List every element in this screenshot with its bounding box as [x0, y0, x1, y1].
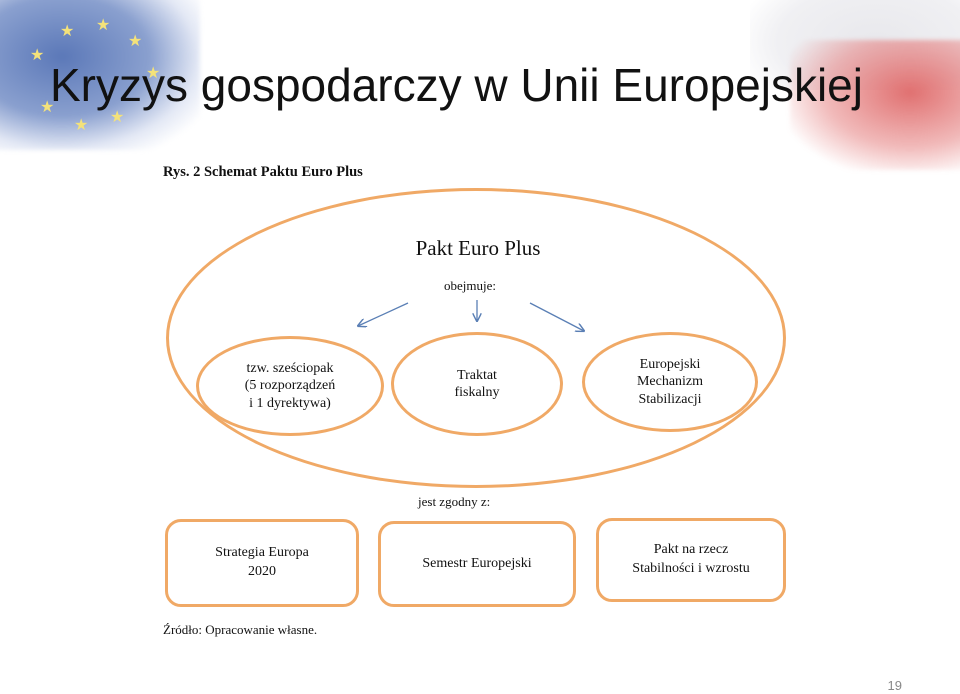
- component-line: Europejski: [639, 356, 701, 372]
- pakt-euro-plus-title: Pakt Euro Plus: [415, 236, 541, 260]
- component-line: Traktat: [457, 367, 497, 383]
- star-icon: ★: [60, 23, 75, 40]
- poland-flag-red-stripe: [790, 40, 960, 170]
- component-line: (5 rozporządzeń: [244, 378, 336, 394]
- box-european-semester: Semestr Europejski: [378, 521, 576, 607]
- arrow-right: [529, 302, 584, 331]
- slide-title: Kryzys gospodarczy w Unii Europejskiej: [50, 59, 863, 111]
- component-line: fiskalny: [454, 385, 500, 400]
- component-line: tzw. sześciopak: [246, 360, 334, 376]
- component-line: i 1 dyrektywa): [249, 395, 331, 411]
- figure-source: Źródło: Opracowanie własne.: [163, 622, 318, 637]
- includes-label: obejmuje:: [444, 278, 496, 293]
- box-line: Semestr Europejski: [422, 555, 532, 571]
- pakt-euro-plus-ellipse: [166, 188, 786, 488]
- star-icon: ★: [30, 47, 45, 64]
- consistent-with-label: jest zgodny z:: [418, 494, 491, 509]
- component-line: Mechanizm: [636, 374, 704, 390]
- component-line: Stabilizacji: [638, 391, 702, 407]
- star-icon: ★: [40, 99, 55, 116]
- star-icon: ★: [96, 17, 111, 34]
- star-icon: ★: [128, 33, 143, 50]
- component-fiscal-treaty: Traktat fiskalny: [391, 332, 563, 436]
- star-icon: ★: [74, 117, 89, 134]
- eu-flag-icon: [0, 0, 200, 150]
- box-europe-2020: Strategia Europa 2020: [165, 519, 359, 607]
- page-number: 19: [887, 678, 902, 693]
- star-icon: ★: [110, 109, 125, 126]
- box-stability-growth-pact: Pakt na rzecz Stabilności i wzrostu: [596, 518, 786, 602]
- arrow-left: [358, 302, 409, 326]
- box-line: Stabilności i wzrostu: [632, 561, 750, 576]
- figure-caption: Rys. 2 Schemat Paktu Euro Plus: [163, 164, 363, 180]
- component-six-pack: tzw. sześciopak (5 rozporządzeń i 1 dyre…: [196, 336, 384, 436]
- box-line: Pakt na rzecz: [653, 542, 729, 558]
- box-line: 2020: [248, 564, 276, 579]
- star-icon: ★: [146, 65, 161, 82]
- box-line: Strategia Europa: [215, 545, 309, 561]
- component-esm: Europejski Mechanizm Stabilizacji: [582, 332, 758, 432]
